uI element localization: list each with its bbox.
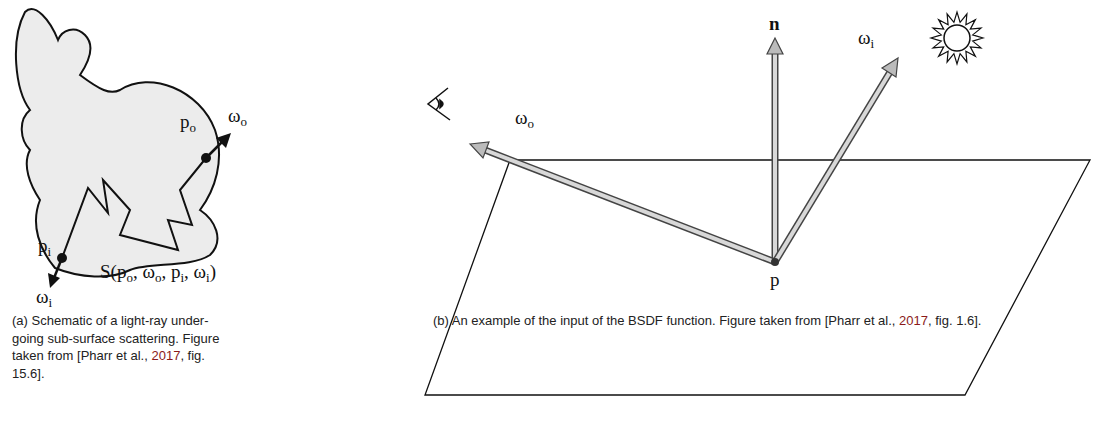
direction-label: ωi (858, 28, 874, 49)
point-label: p (770, 270, 780, 291)
point-label: po (180, 112, 196, 133)
direction-label: ωo (515, 108, 534, 129)
arrowhead (882, 58, 898, 77)
scatter-path (62, 158, 206, 258)
omega-i-arrow (775, 72, 890, 262)
omega-o-arrow (485, 150, 775, 262)
point-po (201, 153, 211, 163)
arrowhead (470, 142, 489, 158)
point-p (771, 258, 779, 266)
arrowhead (48, 273, 60, 288)
omega-o-arrow (485, 150, 775, 262)
point-label: pi (38, 236, 51, 257)
caption: (b) An example of the input of the BSDF … (433, 312, 1088, 330)
normal-arrow (773, 52, 777, 262)
arrowhead (216, 133, 231, 148)
sun-symbol (931, 12, 983, 64)
direction-label: ωo (228, 106, 247, 127)
function-label: S(po, ωo, pi, ωi) (100, 262, 216, 283)
normal-label: n (769, 14, 780, 35)
omega-i-arrow (775, 72, 890, 262)
normal-arrow (772, 52, 779, 262)
arrowhead (767, 38, 783, 54)
bunny-outline (16, 9, 219, 276)
point-pi (57, 253, 67, 263)
direction-label: ωi (36, 287, 52, 308)
eye-symbol (428, 88, 450, 120)
caption: (a) Schematic of a light-ray under-going… (12, 312, 227, 382)
surface-plane (425, 160, 1090, 395)
